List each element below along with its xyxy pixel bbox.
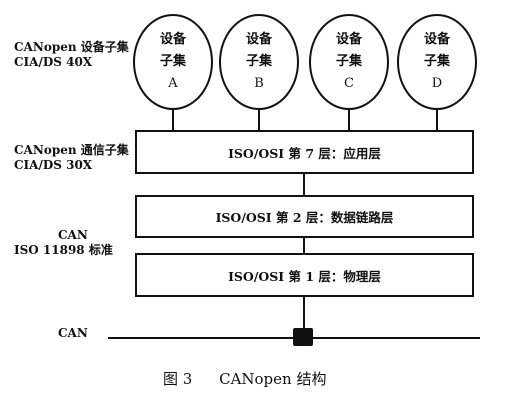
bus-node (293, 328, 313, 346)
comm-profile-label: CANopen 通信子集 CIA/DS 30X (14, 143, 129, 173)
connector-app-datalink (303, 174, 305, 196)
device-profile-c-letter: C (344, 76, 354, 91)
device-profile-a: 设备 子集 A (133, 14, 213, 110)
device-profile-d-line1: 设备 (423, 32, 450, 47)
can-bus-label: CAN (58, 326, 88, 341)
connector-a (172, 109, 174, 131)
physical-layer-box: ISO/OSI 第 1 层：物理层 (135, 253, 474, 297)
connector-physical-bus (303, 297, 305, 329)
device-profile-b-letter: B (254, 76, 264, 91)
datalink-layer-label: ISO/OSI 第 2 层：数据链路层 (215, 210, 394, 225)
can-iso-label-line1: CAN (58, 228, 88, 242)
device-profile-b: 设备 子集 B (219, 14, 299, 110)
device-profile-label-line1: CANopen 设备子集 (14, 40, 129, 54)
device-profile-c-line1: 设备 (335, 32, 362, 47)
connector-c (348, 109, 350, 131)
application-layer-label: ISO/OSI 第 7 层：应用层 (228, 145, 381, 161)
datalink-layer-box: ISO/OSI 第 2 层：数据链路层 (135, 195, 474, 238)
can-bus-label-text: CAN (58, 326, 88, 340)
device-profile-c-line2: 子集 (335, 54, 362, 69)
device-profile-label: CANopen 设备子集 CIA/DS 40X (14, 40, 129, 70)
figure-number: 图 3 (163, 370, 193, 388)
device-profile-label-line2: CIA/DS 40X (14, 55, 93, 69)
physical-layer-label: ISO/OSI 第 1 层：物理层 (228, 268, 381, 284)
device-profile-b-line2: 子集 (245, 54, 272, 69)
figure-title: CANopen 结构 (219, 370, 327, 388)
can-iso-label: CAN ISO 11898 标准 (14, 228, 113, 258)
device-profile-a-letter: A (168, 76, 178, 91)
device-profile-a-line2: 子集 (159, 54, 186, 69)
device-profile-d-letter: D (431, 76, 443, 91)
connector-datalink-physical (303, 238, 305, 254)
connector-d (436, 109, 438, 131)
application-layer-box: ISO/OSI 第 7 层：应用层 (135, 130, 474, 174)
device-profile-c: 设备 子集 C (309, 14, 389, 110)
device-profile-b-line1: 设备 (245, 32, 272, 47)
figure-caption: 图 3 CANopen 结构 (163, 368, 326, 389)
device-profile-a-line1: 设备 (159, 32, 186, 47)
can-iso-label-line2: ISO 11898 标准 (14, 243, 113, 257)
device-profile-d: 设备 子集 D (397, 14, 477, 110)
device-profile-d-line2: 子集 (423, 54, 450, 69)
comm-profile-label-line2: CIA/DS 30X (14, 158, 93, 172)
connector-b (258, 109, 260, 131)
comm-profile-label-line1: CANopen 通信子集 (14, 143, 129, 157)
